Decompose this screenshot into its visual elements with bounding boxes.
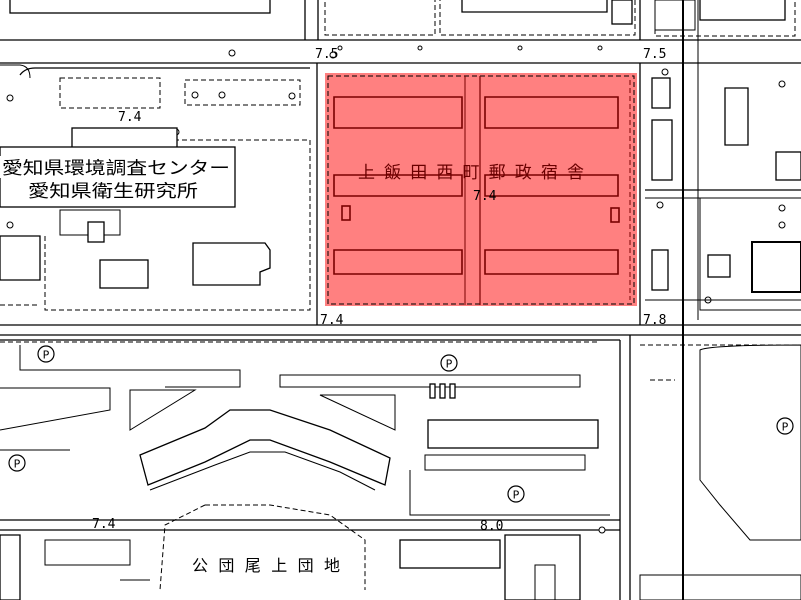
elevation-label: 8.0	[480, 519, 503, 534]
elevation-label: 7.5	[643, 47, 666, 62]
parking-icon: P	[8, 454, 26, 472]
right-blocks	[645, 77, 801, 311]
parking-icon: P	[507, 485, 525, 503]
lower-blocks	[0, 341, 610, 516]
lower-right-block	[639, 344, 801, 600]
elevation-label: 7.4	[320, 313, 344, 328]
parking-icon: P	[37, 345, 55, 363]
svg-text:P: P	[782, 421, 789, 434]
place-labels: 愛知県環境調査センター 愛知県衛生研究所 上飯田西町郵政宿舎 公団尾上団地	[0, 156, 584, 576]
elevation-label: 7.4	[92, 517, 116, 532]
svg-text:P: P	[513, 489, 520, 502]
label-aichi-health-institute: 愛知県衛生研究所	[28, 182, 198, 202]
top-buildings	[9, 0, 796, 37]
svg-text:P: P	[43, 349, 50, 362]
elevation-label: 7.4	[473, 189, 497, 204]
elevation-label: 7.8	[643, 313, 666, 328]
public-housing-block	[0, 409, 581, 600]
svg-text:P: P	[14, 458, 21, 471]
postal-housing-area	[325, 73, 637, 306]
elevation-label: 7.4	[118, 110, 142, 125]
label-postal-housing: 上飯田西町郵政宿舎	[358, 163, 584, 183]
label-aichi-environment-center: 愛知県環境調査センター	[2, 159, 230, 179]
postal-housing-highlight	[325, 73, 637, 306]
elevation-markers: 7.5 7.5 7.4 7.4 7.4 7.8 7.4 8.0	[92, 47, 666, 534]
parking-icon: P	[776, 417, 794, 435]
elevation-label: 7.5	[315, 47, 338, 62]
svg-text:P: P	[446, 358, 453, 371]
parking-symbols: P P P P P	[8, 345, 794, 503]
parking-icon: P	[440, 354, 458, 372]
